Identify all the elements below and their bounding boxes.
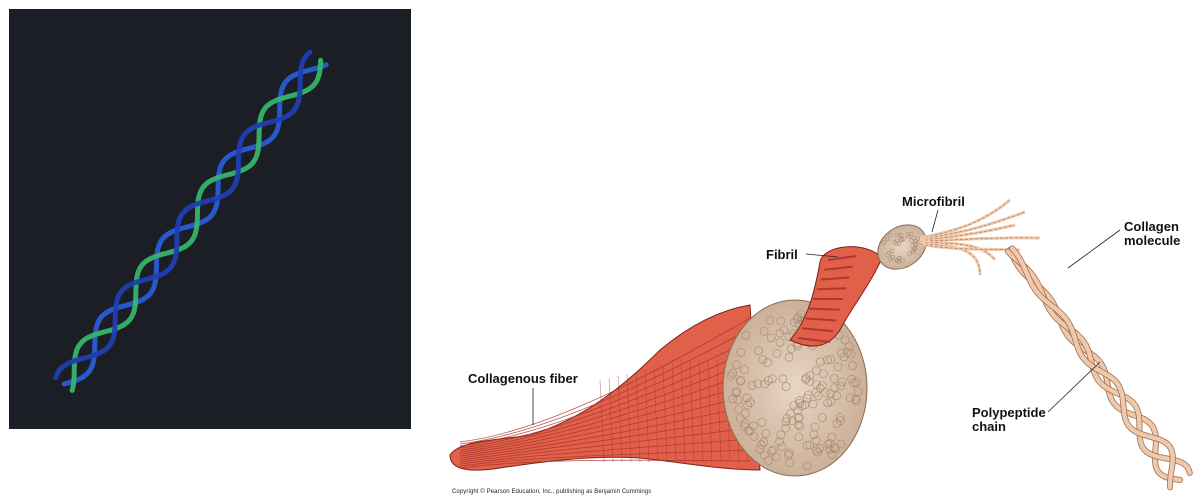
helix-ribbon-svg [9, 9, 411, 429]
collagen-molecule-leader-line [1068, 230, 1120, 268]
copyright-notice: Copyright © Pearson Education, Inc., pub… [452, 489, 651, 495]
fibril-shape [790, 247, 882, 346]
collagen-hierarchy-diagram [420, 0, 1203, 504]
fibril-band [809, 309, 840, 310]
collagen-illustration-svg [420, 0, 1203, 504]
polypeptide-chain-label: Polypeptide chain [972, 406, 1046, 434]
microfibril-label: Microfibril [902, 195, 965, 209]
collagen-triple-helix-model [9, 9, 411, 429]
fibril-band [817, 288, 847, 289]
fibril-end [869, 216, 935, 279]
collagenous-fiber-label: Collagenous fiber [468, 372, 578, 386]
fibril-label: Fibril [766, 248, 798, 262]
polypeptide-leader-line [1048, 362, 1100, 412]
collagen-molecule-label: Collagen molecule [1124, 220, 1180, 248]
collagen-molecule-strands [1008, 248, 1190, 487]
microfibril-leader-line [932, 210, 938, 232]
